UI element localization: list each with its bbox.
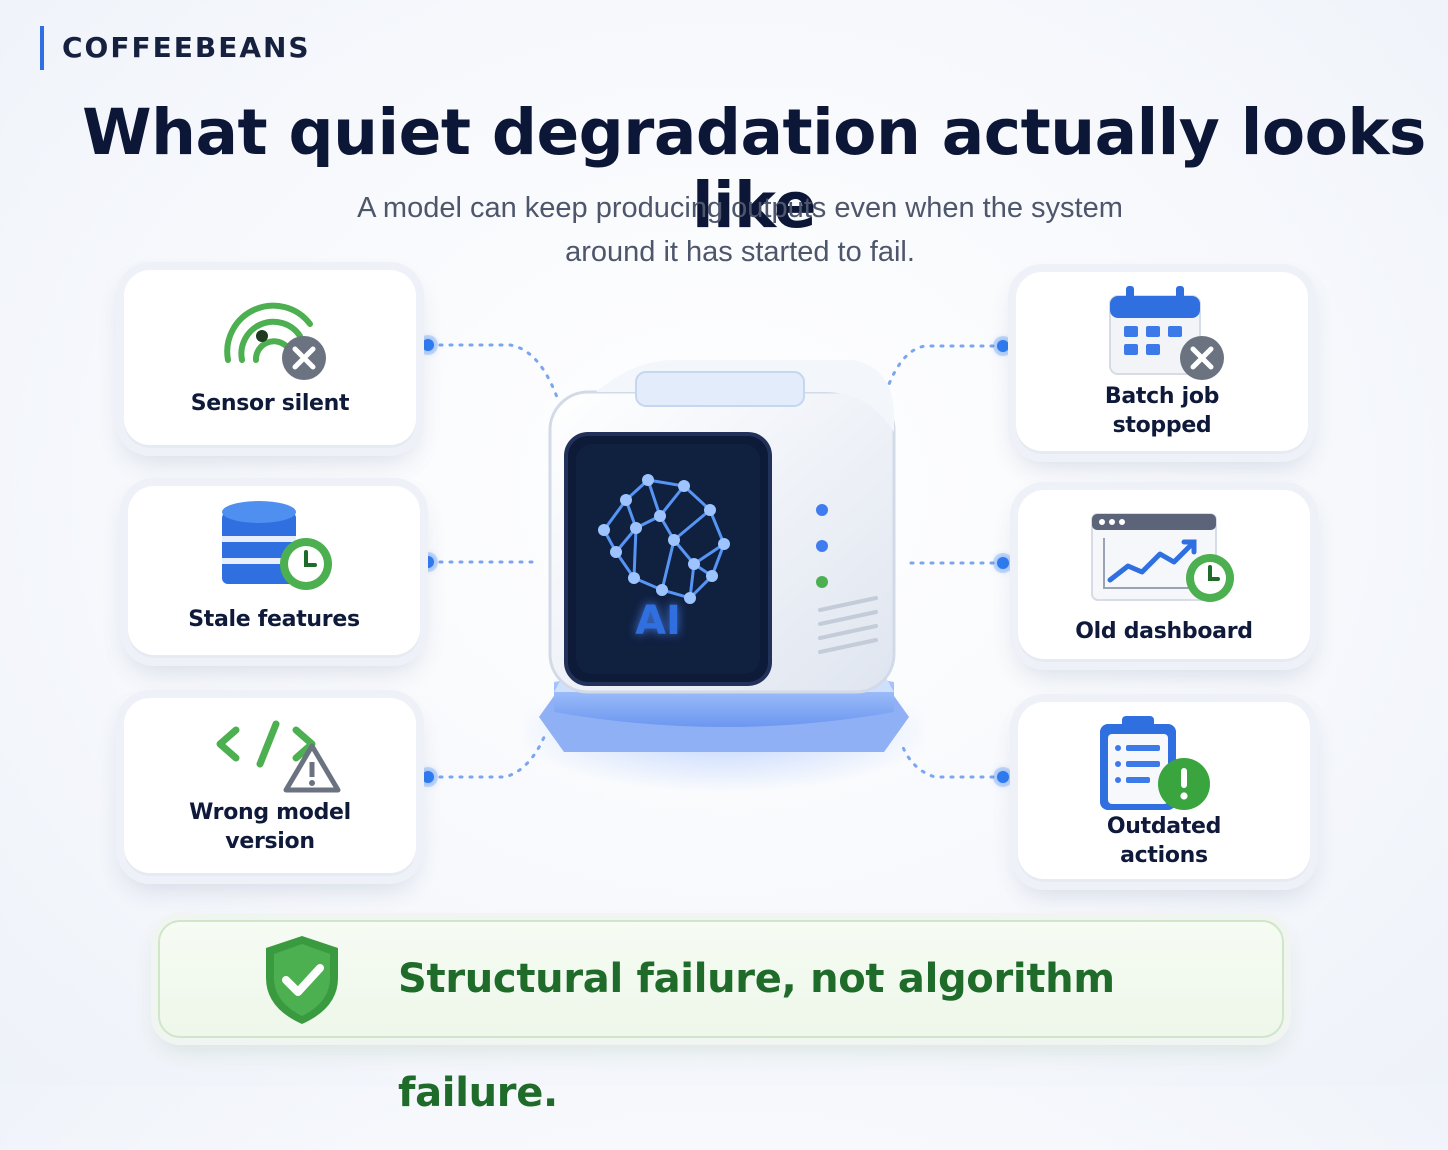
connector-dot <box>997 557 1009 569</box>
card-sensor-silent: Sensor silent <box>124 270 416 448</box>
banner-text: Structural failure, not algorithm failur… <box>398 956 1115 1116</box>
connector-dot <box>997 340 1009 352</box>
card-wrong-model-version: Wrong model version <box>124 698 416 876</box>
card-batch-job-stopped: Batch job stopped <box>1016 272 1308 454</box>
card-label: Batch job stopped <box>1104 384 1220 438</box>
card-label: Wrong model version <box>189 800 351 854</box>
connector-dot <box>422 771 434 783</box>
card-outdated-actions: Outdated actions <box>1018 702 1310 882</box>
brand-logo: COFFEEBEANS <box>40 26 311 70</box>
ai-server-brain-icon <box>524 360 924 792</box>
conclusion-banner: Structural failure, not algorithm failur… <box>158 920 1284 1116</box>
card-stale-features: Stale features <box>128 486 420 658</box>
code-warning-icon <box>216 720 341 793</box>
subtitle-line-1: A model can keep producing outputs even … <box>357 192 1123 224</box>
card-label: Sensor silent <box>190 391 350 416</box>
connector-dot <box>422 556 434 568</box>
page-title: What quiet degradation actually looks li… <box>82 96 1426 242</box>
database-clock-icon <box>222 501 332 590</box>
card-old-dashboard: Old dashboard <box>1018 490 1310 662</box>
clipboard-alert-icon <box>1100 716 1210 810</box>
connector-dot <box>422 339 434 351</box>
wireless-signal-error-icon <box>224 302 326 380</box>
shield-check-icon <box>266 936 338 1024</box>
subtitle-line-2: around it has started to fail. <box>565 236 915 268</box>
calendar-error-icon <box>1109 286 1224 380</box>
card-label: Stale features <box>188 607 360 632</box>
ai-screen-label: AI <box>635 598 681 644</box>
chart-clock-icon <box>1091 513 1234 602</box>
connector-dot <box>997 771 1009 783</box>
card-label: Old dashboard <box>1075 619 1253 644</box>
card-label: Outdated actions <box>1106 814 1222 868</box>
page-subtitle: A model can keep producing outputs even … <box>300 186 1180 274</box>
